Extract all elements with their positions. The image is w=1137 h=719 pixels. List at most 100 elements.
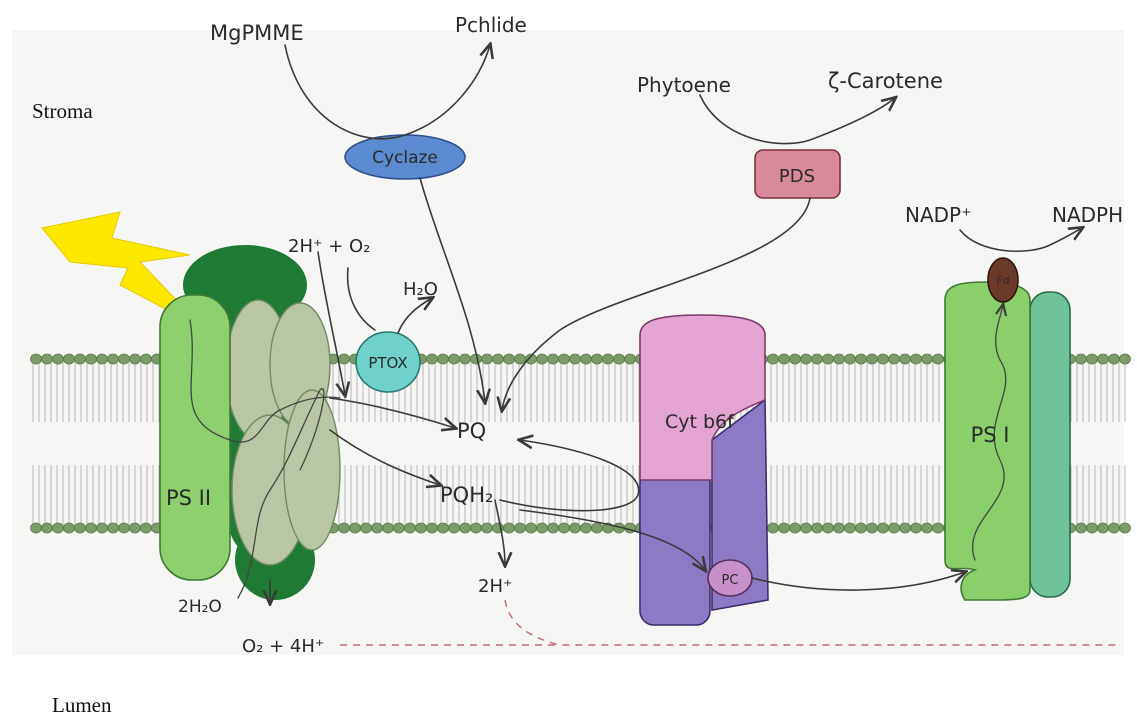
- lipid-head: [581, 354, 592, 364]
- lipid-head: [350, 523, 361, 533]
- lipid-head: [614, 354, 625, 364]
- mgpmme-label: MgPMME: [210, 21, 304, 45]
- lipid-head: [592, 354, 603, 364]
- nadph-label: NADPH: [1052, 203, 1123, 227]
- lipid-head: [372, 523, 383, 533]
- lipid-head: [405, 523, 416, 533]
- lipid-head: [1076, 354, 1087, 364]
- lipid-head: [779, 523, 790, 533]
- lipid-head: [449, 354, 460, 364]
- lipid-head: [361, 523, 372, 533]
- lipid-head: [130, 523, 141, 533]
- ptox-label: PTOX: [368, 354, 407, 372]
- psi-label: PS I: [971, 423, 1010, 447]
- o2-4h-label: O₂ + 4H⁺: [242, 636, 324, 657]
- lipid-head: [86, 523, 97, 533]
- pchlide-label: Pchlide: [455, 13, 527, 37]
- lipid-head: [922, 523, 933, 533]
- lipid-head: [460, 523, 471, 533]
- lipid-head: [108, 354, 119, 364]
- lipid-head: [493, 354, 504, 364]
- lipid-head: [889, 523, 900, 533]
- lipid-head: [394, 523, 405, 533]
- carotene-label: ζ-Carotene: [828, 69, 943, 93]
- lipid-head: [339, 354, 350, 364]
- pqh2-label: PQH₂: [440, 483, 493, 507]
- lipid-head: [86, 354, 97, 364]
- lipid-head: [119, 354, 130, 364]
- lipid-head: [823, 354, 834, 364]
- lipid-head: [570, 354, 581, 364]
- lipid-head: [559, 523, 570, 533]
- lipid-head: [548, 354, 559, 364]
- lipid-head: [53, 523, 64, 533]
- lipid-head: [900, 354, 911, 364]
- lipid-head: [548, 523, 559, 533]
- lipid-head: [889, 354, 900, 364]
- lipid-head: [768, 523, 779, 533]
- lipid-head: [878, 523, 889, 533]
- cyt-b6f-label: Cyt b6f: [665, 411, 735, 433]
- lipid-head: [1087, 354, 1098, 364]
- lipid-head: [97, 523, 108, 533]
- lipid-head: [933, 354, 944, 364]
- lipid-head: [31, 354, 42, 364]
- lumen-label: Lumen: [52, 693, 112, 717]
- lipid-head: [834, 523, 845, 533]
- pc-label: PC: [722, 573, 739, 588]
- lipid-head: [75, 354, 86, 364]
- lipid-head: [31, 523, 42, 533]
- lipid-head: [438, 523, 449, 533]
- lipid-head: [790, 354, 801, 364]
- lipid-head: [856, 523, 867, 533]
- lipid-head: [97, 354, 108, 364]
- lipid-head: [383, 523, 394, 533]
- fd-label: Fd: [996, 274, 1009, 287]
- lipid-head: [119, 523, 130, 533]
- phytoene-label: Phytoene: [637, 73, 731, 97]
- lipid-head: [768, 354, 779, 364]
- lipid-head: [911, 354, 922, 364]
- pds-label: PDS: [779, 166, 815, 187]
- lipid-head: [1109, 354, 1120, 364]
- lipid-head: [900, 523, 911, 533]
- lipid-head: [427, 523, 438, 533]
- lipid-head: [416, 523, 427, 533]
- lipid-head: [504, 523, 515, 533]
- lipid-head: [504, 354, 515, 364]
- lipid-head: [1098, 354, 1109, 364]
- lipid-head: [867, 523, 878, 533]
- lipid-head: [471, 523, 482, 533]
- h2o-ptox-label: H₂O: [403, 279, 438, 300]
- stroma-label: Stroma: [32, 99, 93, 123]
- lipid-head: [570, 523, 581, 533]
- lipid-head: [515, 523, 526, 533]
- lipid-head: [482, 354, 493, 364]
- lipid-head: [537, 523, 548, 533]
- lipid-head: [779, 354, 790, 364]
- lipid-head: [592, 523, 603, 533]
- lipid-head: [845, 523, 856, 533]
- lipid-head: [449, 523, 460, 533]
- lipid-head: [1109, 523, 1120, 533]
- lipid-head: [42, 354, 53, 364]
- lipid-head: [515, 354, 526, 364]
- lumen-h-label: 2H⁺: [478, 576, 513, 597]
- nadp-label: NADP⁺: [905, 203, 972, 227]
- lipid-head: [526, 523, 537, 533]
- lipid-head: [801, 354, 812, 364]
- lipid-head: [878, 354, 889, 364]
- lipid-head: [1098, 523, 1109, 533]
- lipid-head: [856, 354, 867, 364]
- lipid-head: [438, 354, 449, 364]
- lipid-head: [625, 354, 636, 364]
- lipid-head: [53, 354, 64, 364]
- cyclase-label: Cyclaze: [372, 148, 438, 168]
- lipid-head: [911, 523, 922, 533]
- lipid-head: [1087, 523, 1098, 533]
- lipid-head: [812, 523, 823, 533]
- lipid-head: [922, 354, 933, 364]
- lipid-head: [559, 354, 570, 364]
